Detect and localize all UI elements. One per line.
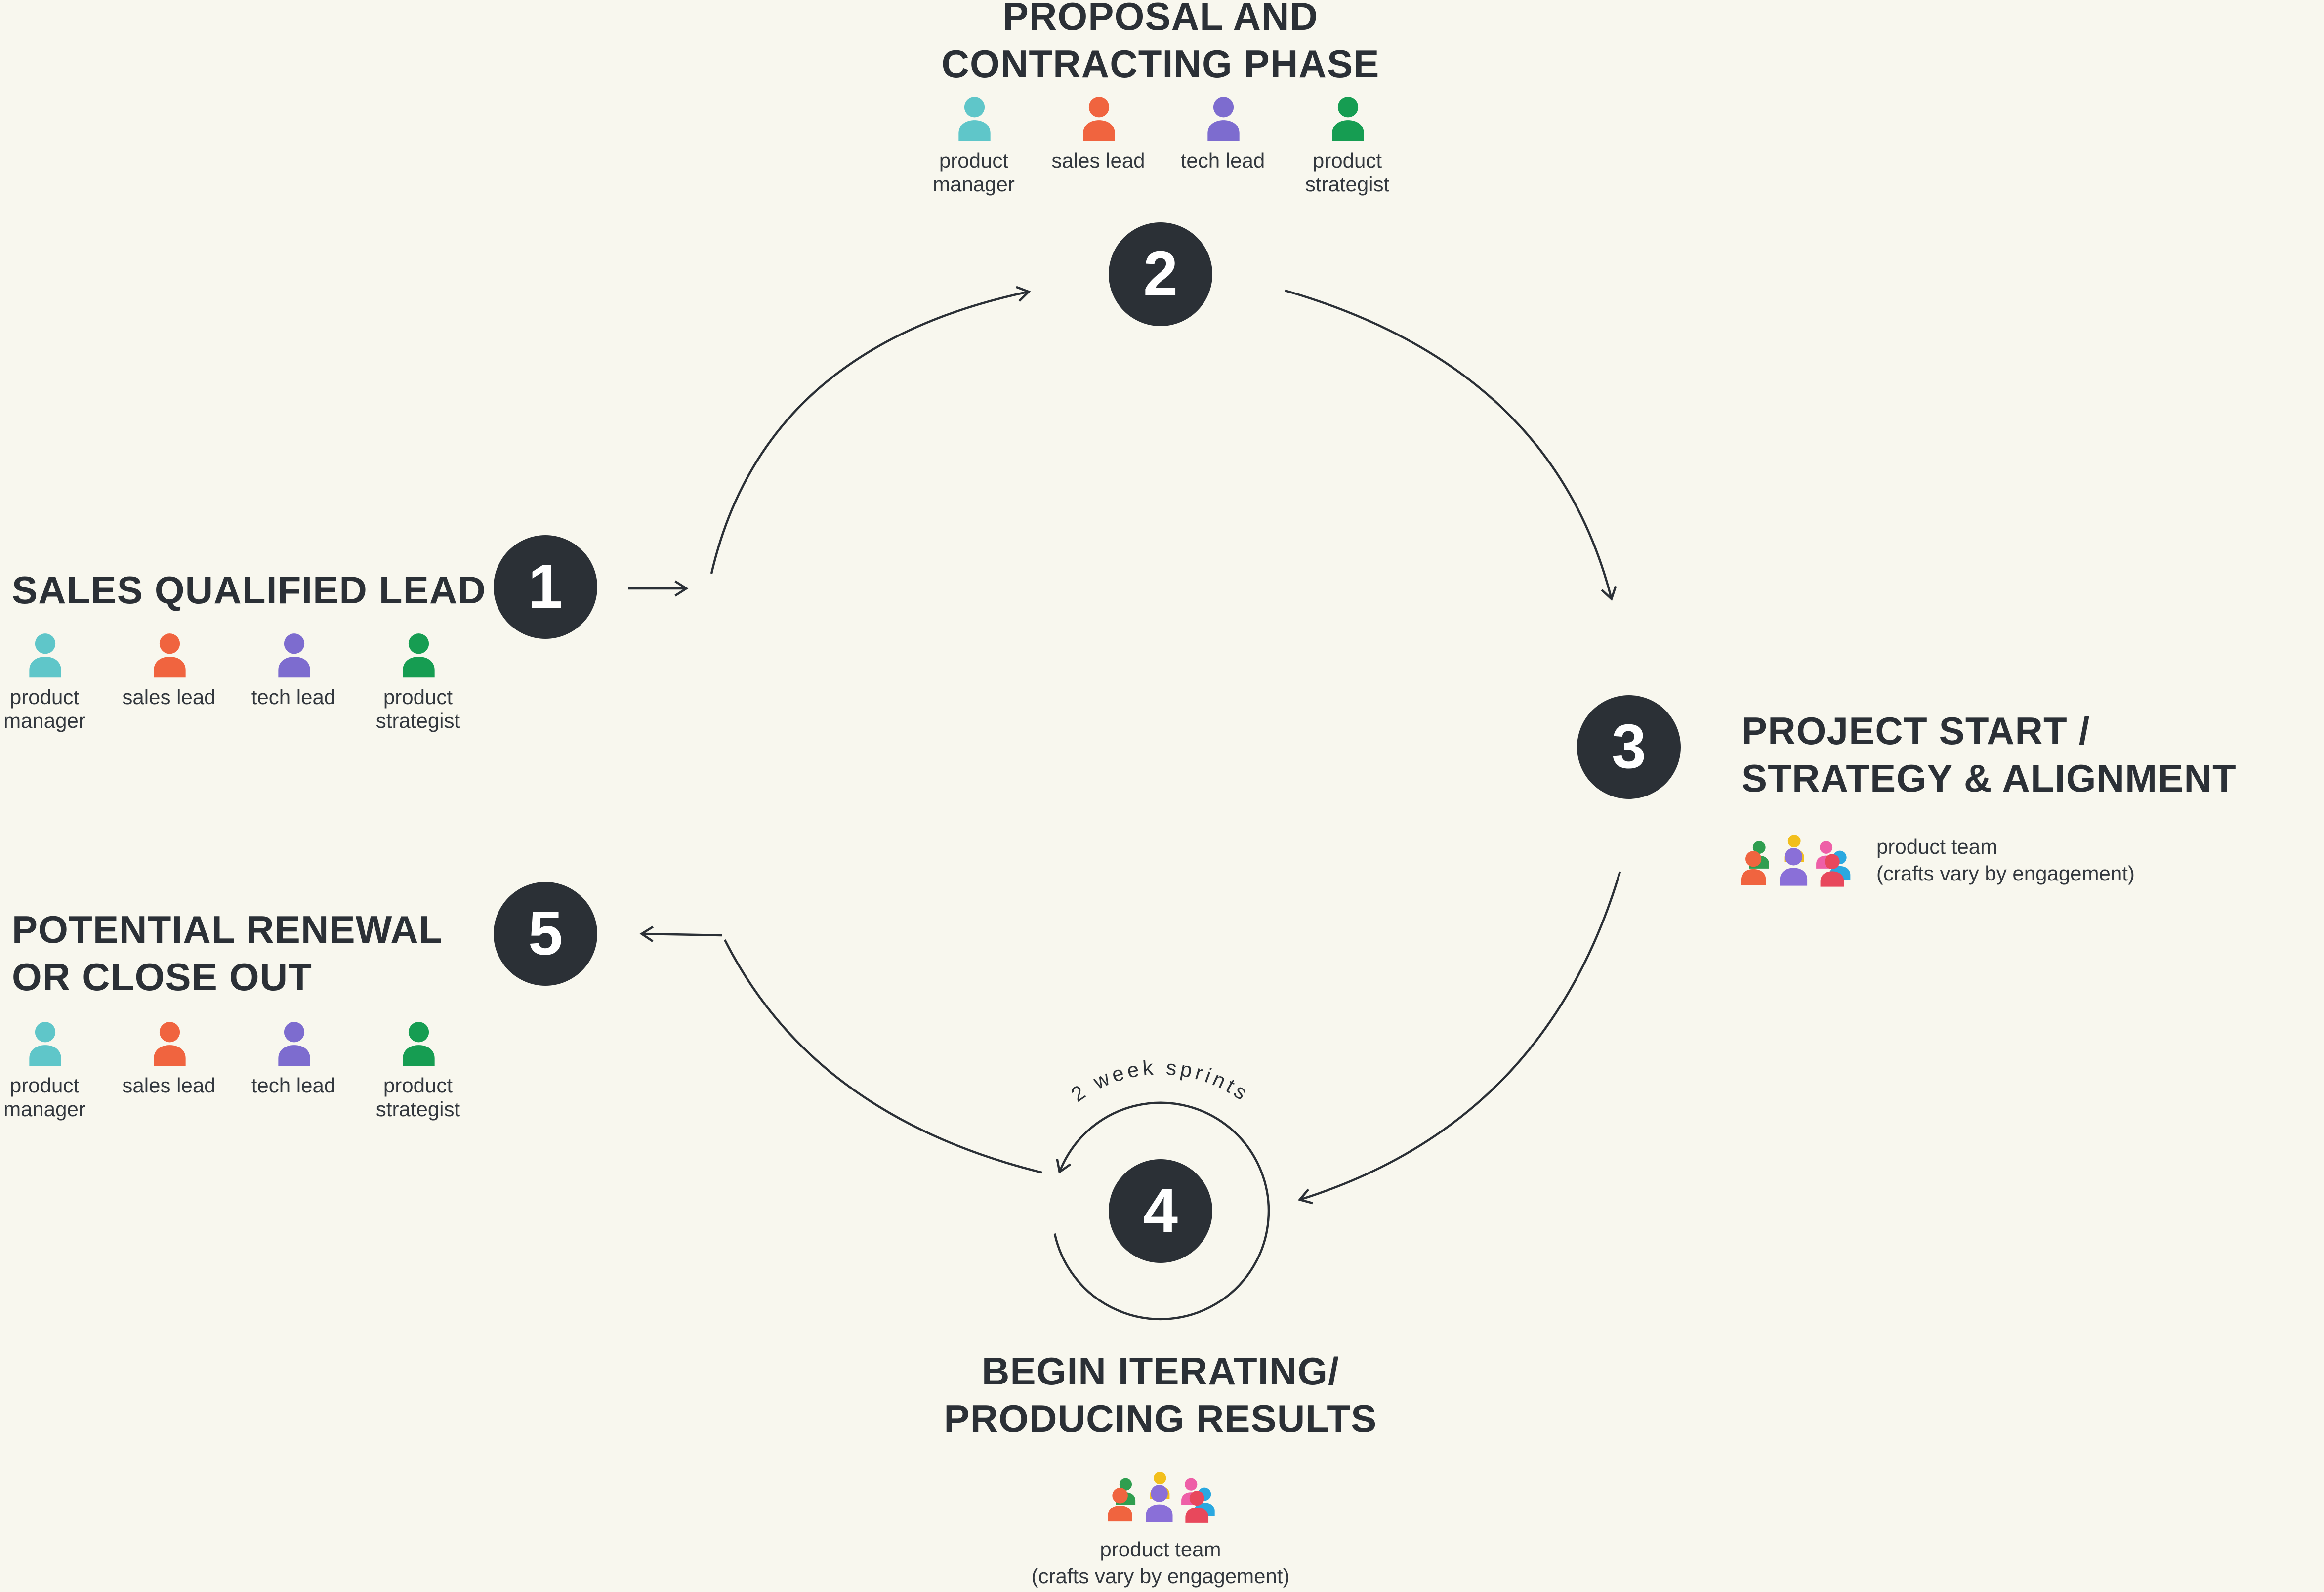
team-label: product team [1100,1537,1221,1561]
person-silhouette [1331,97,1364,141]
step-4-number: 4 [1143,1175,1178,1245]
role-product-manager: product manager [0,631,105,733]
person-silhouette [153,633,185,678]
step-5-roles: product manager sales lead tech lead pro… [0,1020,479,1121]
step-3-number: 3 [1611,712,1647,781]
step-4-badge: 4 [1109,1159,1212,1263]
step-4-heading: BEGIN ITERATING/ PRODUCING RESULTS [944,1349,1377,1443]
role-tech-lead: tech lead [233,631,354,733]
person-icon [277,1022,310,1066]
role-tech-lead: tech lead [233,1020,354,1121]
step-5-number: 5 [528,898,563,968]
step-4-team-text: product team (crafts vary by engagement) [1032,1536,1290,1590]
team-label: product team [1876,835,1998,858]
person-icon [402,1022,434,1066]
arrow-step2-to-step3 [1285,289,1617,601]
role-sales-lead: sales lead [1038,95,1159,196]
person-silhouette [28,1022,61,1066]
step-5-heading: POTENTIAL RENEWAL OR CLOSE OUT [12,907,443,1001]
role-label: sales lead [122,1073,216,1097]
person-silhouette [1206,97,1239,141]
step-2-badge: 2 [1109,222,1212,326]
role-label: sales lead [1051,148,1145,172]
role-label: product strategist [1305,148,1390,196]
role-sales-lead: sales lead [108,1020,230,1121]
person-icon [1206,97,1239,141]
step-5-heading-line2: OR CLOSE OUT [12,954,313,999]
role-label: tech lead [251,685,336,709]
role-label: sales lead [122,685,216,709]
step-3-badge: 3 [1577,695,1681,799]
step-3-heading: PROJECT START / STRATEGY & ALIGNMENT [1742,709,2237,802]
step-4-heading-line2: PRODUCING RESULTS [944,1396,1377,1441]
step-3-team-text: product team (crafts vary by engagement) [1876,833,2135,887]
role-label: product strategist [375,685,460,733]
person-silhouette [402,633,434,678]
person-icon [28,633,61,678]
step-2-heading: PROPOSAL AND CONTRACTING PHASE [941,0,1379,88]
person-icon [153,1022,185,1066]
person-icon [277,633,310,678]
product-team-icon [1741,835,1851,887]
person-silhouette [153,1022,185,1066]
role-label: product strategist [375,1073,460,1121]
step-5-heading-line1: POTENTIAL RENEWAL [12,907,443,952]
role-label: product manager [3,1073,85,1121]
role-product-strategist: product strategist [1286,95,1408,196]
role-label: tech lead [251,1073,336,1097]
person-icon [153,633,185,678]
role-product-strategist: product strategist [357,1020,479,1121]
step-1-heading: SALES QUALIFIED LEAD [12,568,486,615]
step-1-heading-line1: SALES QUALIFIED LEAD [12,568,487,612]
step-2-number: 2 [1143,239,1178,308]
person-silhouette [402,1022,434,1066]
step-2-heading-line2: CONTRACTING PHASE [941,41,1380,86]
role-product-manager: product manager [913,95,1035,196]
role-tech-lead: tech lead [1162,95,1284,196]
person-icon [957,97,990,141]
role-product-strategist: product strategist [357,631,479,733]
step-1-number: 1 [528,551,563,621]
step-3-heading-line2: STRATEGY & ALIGNMENT [1742,755,2237,800]
step-5-badge: 5 [494,882,597,986]
step-3-heading-line1: PROJECT START / [1742,709,2090,753]
person-silhouette [28,633,61,678]
role-sales-lead: sales lead [108,631,230,733]
person-icon [1082,97,1115,141]
sprint-annotation: 2 week sprints [1067,1055,1254,1106]
step-1-badge: 1 [494,535,597,639]
team-note: (crafts vary by engagement) [1876,861,2135,885]
arrow-step3-to-step4 [1297,871,1621,1205]
person-silhouette [957,97,990,141]
product-team-icon [1108,1471,1215,1523]
arrow-step5-in [639,925,722,942]
arrow-step1-to-step2 [710,286,1031,574]
person-icon [1331,97,1364,141]
step-1-roles: product manager sales lead tech lead pro… [0,631,479,733]
role-label: product manager [933,148,1015,196]
role-label: product manager [3,685,85,733]
person-silhouette [277,1022,310,1066]
person-silhouette [277,633,310,678]
person-icon [402,633,434,678]
role-product-manager: product manager [0,1020,105,1121]
role-label: tech lead [1180,148,1265,172]
step-2-heading-line1: PROPOSAL AND [1002,0,1319,39]
team-note: (crafts vary by engagement) [1031,1564,1290,1588]
person-icon [28,1022,61,1066]
step-2-roles: product manager sales lead tech lead pro… [913,95,1408,196]
arrow-step4-to-step5-curve [723,939,1042,1174]
step-4-heading-line1: BEGIN ITERATING/ [981,1349,1340,1393]
person-silhouette [1082,97,1115,141]
